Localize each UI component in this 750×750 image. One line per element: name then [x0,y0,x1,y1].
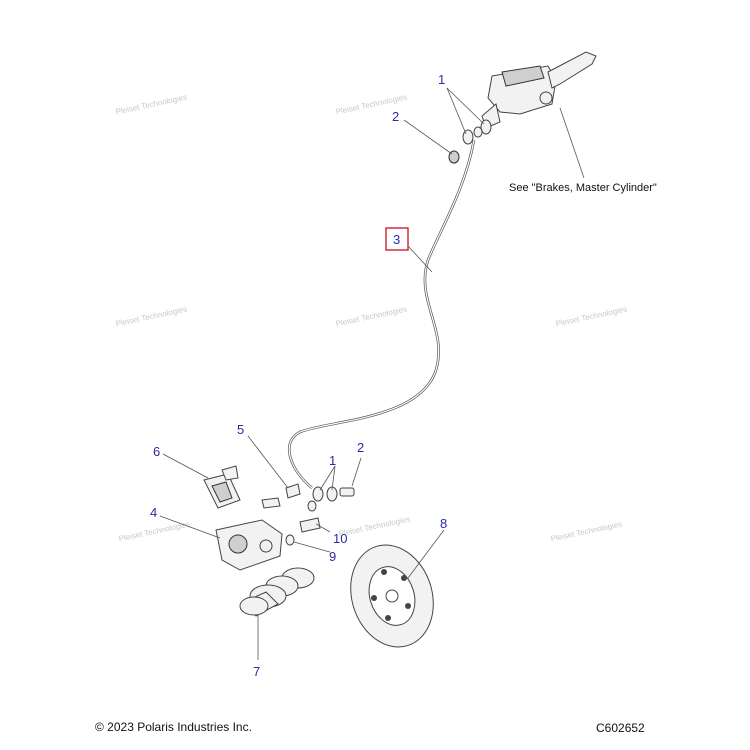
callout-8: 8 [440,516,447,531]
callout-3[interactable]: 3 [393,232,400,247]
brake-hose [288,139,476,490]
caliper-piston [239,567,315,617]
banjo-washers-bottom [285,483,355,502]
callout-2-top: 2 [392,109,399,124]
master-cylinder-reference-note: See "Brakes, Master Cylinder" [509,182,657,194]
caliper-bolts [261,497,321,546]
brake-caliper [215,519,283,571]
callout-6: 6 [153,444,160,459]
callout-3-highlight-box [385,227,409,251]
banjo-washers-top [448,119,492,164]
callout-2-bottom: 2 [357,440,364,455]
leader-lines [159,87,585,660]
copyright-text: © 2023 Polaris Industries Inc. [95,720,252,734]
callout-1-bottom: 1 [329,453,336,468]
callout-7: 7 [253,664,260,679]
callout-9: 9 [329,549,336,564]
callout-1-top: 1 [438,72,445,87]
brake-rotor [350,544,434,648]
diagram-code: C602652 [596,721,645,735]
callout-4: 4 [150,505,157,520]
callout-10: 10 [333,531,347,546]
brake-pads [203,465,241,509]
master-cylinder [481,51,597,129]
callout-5: 5 [237,422,244,437]
